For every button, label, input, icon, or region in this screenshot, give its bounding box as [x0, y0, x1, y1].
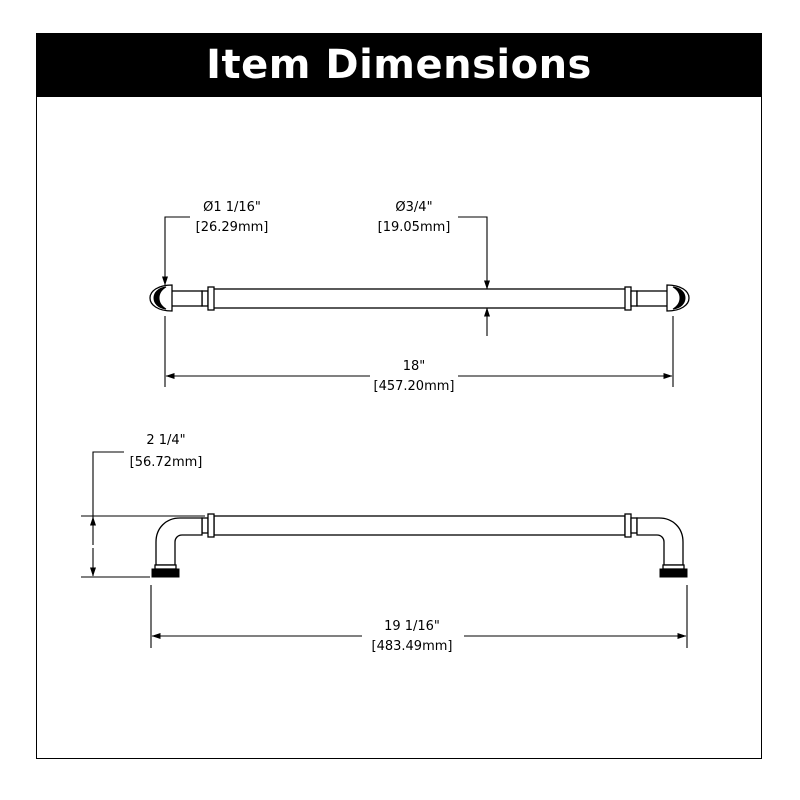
page-title: Item Dimensions — [206, 42, 592, 88]
top-left-cap — [149, 284, 173, 312]
side-left-ring-outer — [201, 517, 209, 534]
bar-diameter-leader-top — [458, 216, 490, 290]
top-left-neck — [169, 290, 203, 307]
bar-diameter-imperial: Ø3/4" — [395, 200, 432, 215]
side-left-base-top — [154, 564, 177, 570]
side-right-base-top — [662, 564, 685, 570]
top-left-cap-shade — [153, 286, 167, 310]
end-diameter-imperial: Ø1 1/16" — [203, 200, 261, 215]
top-view-handle — [149, 284, 690, 312]
side-right-ring-outer — [630, 517, 638, 534]
cc-imperial: 18" — [403, 359, 426, 374]
side-right-post — [636, 517, 684, 566]
projection-imperial: 2 1/4" — [146, 433, 185, 448]
end-diameter-metric: [26.29mm] — [196, 220, 269, 235]
top-right-ring-inner — [624, 286, 632, 311]
bar-diameter-callout: Ø3/4" [19.05mm] — [378, 200, 490, 336]
projection-metric: [56.72mm] — [130, 455, 203, 470]
side-left-post — [155, 517, 203, 566]
side-left-ring-inner — [207, 513, 215, 538]
cc-metric: [457.20mm] — [374, 379, 455, 394]
title-bar: Item Dimensions — [36, 33, 762, 97]
side-bar — [213, 515, 626, 536]
side-view-handle — [151, 513, 688, 578]
top-right-neck — [636, 290, 670, 307]
side-left-base — [151, 568, 180, 578]
ol-imperial: 19 1/16" — [384, 619, 440, 634]
top-bar — [211, 288, 628, 309]
end-diameter-leader — [162, 216, 190, 286]
overall-length-dimension: 19 1/16" [483.49mm] — [150, 585, 688, 654]
projection-leader — [92, 451, 124, 522]
projection-dimension: 2 1/4" [56.72mm] — [81, 433, 205, 578]
center-to-center-dimension: 18" [457.20mm] — [164, 316, 674, 394]
top-right-ring-outer — [630, 290, 638, 307]
side-right-base — [659, 568, 688, 578]
top-right-cap-shade — [672, 286, 686, 310]
top-left-ring-outer — [201, 290, 209, 307]
ol-metric: [483.49mm] — [372, 639, 453, 654]
end-diameter-callout: Ø1 1/16" [26.29mm] — [162, 200, 269, 286]
bar-diameter-metric: [19.05mm] — [378, 220, 451, 235]
top-right-cap — [666, 284, 690, 312]
side-right-ring-inner — [624, 513, 632, 538]
top-left-ring-inner — [207, 286, 215, 311]
